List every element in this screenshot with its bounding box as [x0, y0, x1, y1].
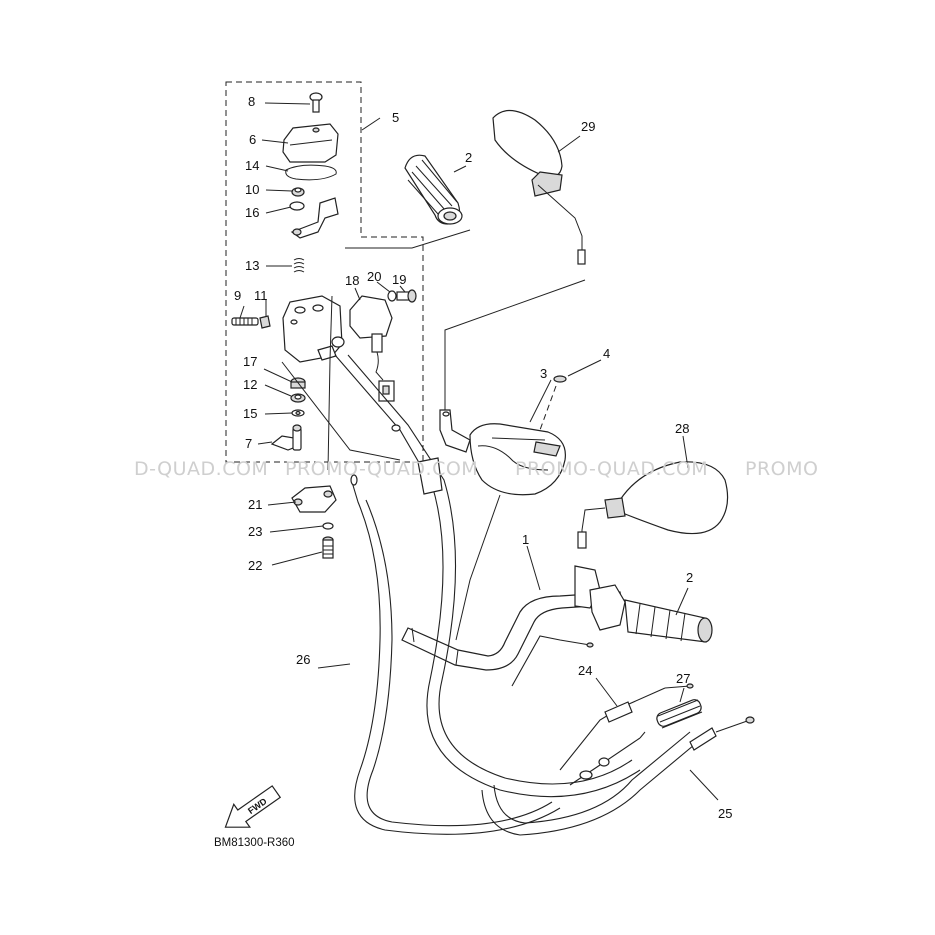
callout-9: 9	[234, 288, 241, 303]
callout-12: 12	[243, 377, 257, 392]
callout-13: 13	[245, 258, 259, 273]
callout-20: 20	[367, 269, 381, 284]
washer-15	[291, 409, 305, 417]
watermark-text-4: PROMO	[745, 458, 818, 480]
callout-14: 14	[245, 158, 259, 173]
callout-18: 18	[345, 273, 359, 288]
cap-4	[553, 375, 567, 383]
callout-3: 3	[540, 366, 547, 381]
cable-junction	[569, 731, 646, 786]
throttle-cable-main	[334, 354, 641, 798]
watermark-text-3: PROMO-QUAD.COM	[515, 458, 708, 480]
callout-10: 10	[245, 182, 259, 197]
callout-24: 24	[578, 663, 592, 678]
grip-2-upper	[404, 154, 463, 225]
watermark-text-1: D-QUAD.COM	[134, 458, 268, 480]
mirror-bracket	[439, 409, 471, 453]
callout-1: 1	[522, 532, 529, 547]
mirror-28	[577, 461, 729, 549]
callout-19: 19	[392, 272, 406, 287]
screw-19	[396, 289, 417, 303]
switch-assembly-boundary	[225, 81, 424, 463]
callout-8: 8	[248, 94, 255, 109]
bracket-16	[289, 197, 339, 239]
callout-23: 23	[248, 524, 262, 539]
nut-11	[259, 315, 271, 329]
throttle-housing-main	[282, 295, 345, 363]
bolt-22	[322, 536, 334, 559]
gasket-14	[285, 164, 337, 181]
handlebar-cover-3	[469, 423, 566, 496]
cover-6	[282, 123, 339, 163]
callout-26: 26	[296, 652, 310, 667]
cable-26	[350, 474, 561, 835]
callout-2-upper: 2	[465, 150, 472, 165]
watermark: D-QUAD.COM PROMO-QUAD.COM PROMO-QUAD.COM…	[134, 458, 818, 480]
callout-27: 27	[676, 671, 690, 686]
screw-8	[309, 92, 323, 113]
washer-12	[290, 393, 306, 403]
callout-29: 29	[581, 119, 595, 134]
callout-11: 11	[254, 288, 268, 303]
callout-4: 4	[603, 346, 610, 361]
callout-2-lower: 2	[686, 570, 693, 585]
washer-23	[322, 522, 334, 530]
callout-21: 21	[248, 497, 262, 512]
callout-17: 17	[243, 354, 257, 369]
fwd-arrow-icon: FWD	[224, 785, 282, 828]
callout-16: 16	[245, 205, 259, 220]
mirror-29	[492, 109, 586, 265]
figure-code: BM81300-R360	[214, 837, 295, 849]
washer-20	[387, 290, 397, 302]
nut-10	[291, 187, 305, 197]
spring-27	[656, 699, 703, 729]
cable-24	[559, 683, 694, 771]
callout-5: 5	[392, 110, 399, 125]
callout-6: 6	[249, 132, 256, 147]
watermark-text-2: PROMO-QUAD.COM	[285, 458, 478, 480]
bolt-9	[231, 317, 259, 326]
spring-13	[293, 258, 305, 273]
cable-end-upper	[511, 635, 594, 687]
callout-leaders	[239, 102, 719, 801]
callout-15: 15	[243, 406, 257, 421]
grip-2-lower	[574, 565, 713, 643]
callout-25: 25	[718, 806, 732, 821]
callout-22: 22	[248, 558, 262, 573]
clamp-21	[291, 485, 337, 513]
switch-18	[349, 295, 395, 402]
callout-28: 28	[675, 421, 689, 436]
callout-7: 7	[245, 436, 252, 451]
lever-7	[270, 424, 302, 451]
cable-25	[481, 716, 755, 836]
callout-labels: 8 6 14 10 16 13 9 11 17 12 15 7 18 20 19…	[234, 94, 732, 821]
